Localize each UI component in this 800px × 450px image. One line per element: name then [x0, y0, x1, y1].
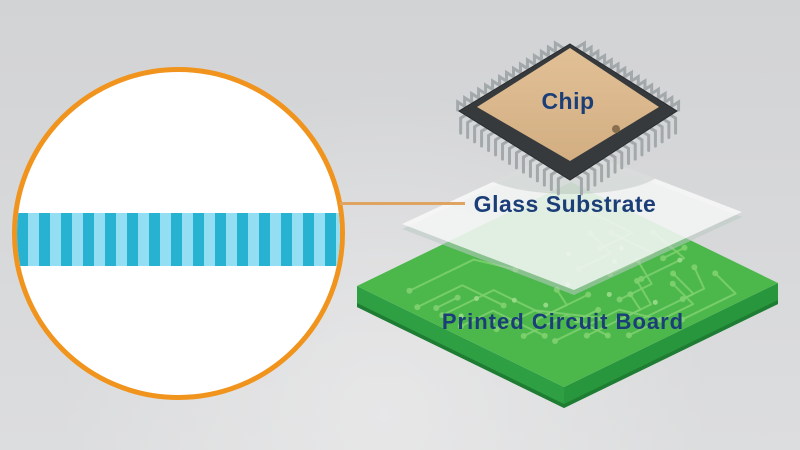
pcb-bottom-edge [564, 300, 778, 408]
chip-top-face [477, 48, 659, 161]
glass-layers-stripe-band [17, 213, 340, 266]
pcb-side-right-face [564, 283, 778, 408]
pcb-bottom-edge [357, 303, 564, 408]
pcb-label: Printed Circuit Board [441, 309, 685, 334]
chip-pins [456, 40, 681, 196]
chip-label: Chip [541, 88, 595, 114]
chip-orientation-dot [612, 125, 620, 133]
glass-top-face [402, 146, 742, 290]
chip-package [456, 40, 681, 196]
magnifier-circle [12, 67, 345, 400]
pcb-side-left-face [357, 286, 564, 408]
connector-line [340, 202, 465, 205]
glass-substrate-label: Glass Substrate [473, 191, 657, 217]
